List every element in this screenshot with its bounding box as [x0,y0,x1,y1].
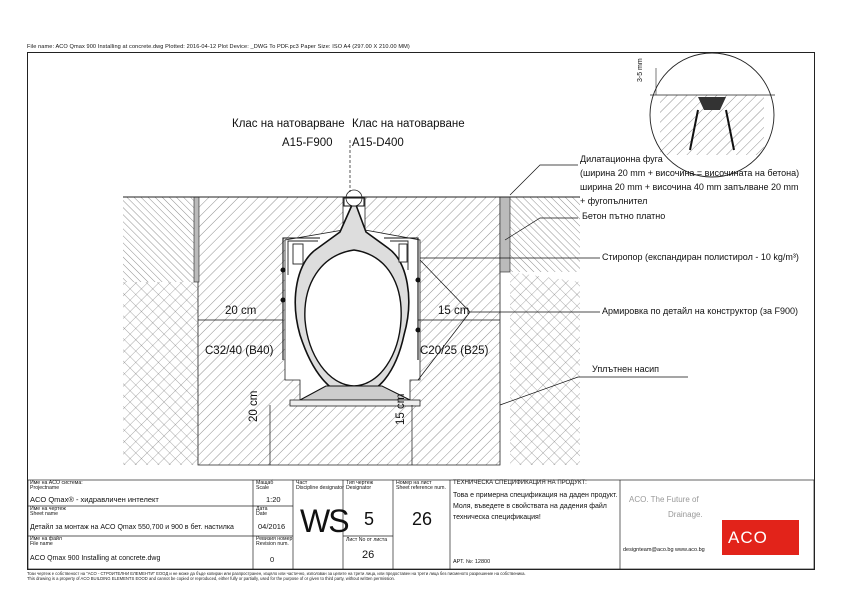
tb-revision-value: 0 [270,555,275,564]
tb-date-value: 04/2016 [258,522,286,531]
aco-qmax-channel [294,189,411,401]
tb-sheet-ref-value: 26 [412,509,433,529]
compacted-fill-hatch [123,272,580,465]
tb-slogan-line1: ACO. The Future of [629,495,699,504]
tb-part-label: Част [296,480,308,486]
dim-left-width: 20 cm [225,305,257,317]
concrete-left-class: C32/40 (B40) [205,345,274,357]
tb-system-value: ACO Qmax® - хидравличен интелект [30,495,159,504]
tb-sheet-ref-label: Номер на лист [396,480,432,486]
callout-joint-line2: (ширина 20 mm + височина = височината на… [580,168,800,178]
tb-page-value: 26 [362,549,375,561]
dimension-lines [198,140,500,465]
tb-revision-label-en: Revision num. [256,541,289,547]
footer-copyright-en: This drawing is a property of ACO BUILDI… [27,576,396,581]
tb-sheet-ref-label-en: Sheet reference num. [396,485,446,491]
reinforcement-rebar [280,237,421,360]
callout-joint-line1: Дилатационна фуга [580,154,663,164]
tb-spec-title: ТЕХНИЧЕСКА СПЕЦИФИКАЦИЯ НА ПРОДУКТ: [453,480,587,486]
tb-spec-line3: техническа спецификация! [453,514,541,521]
load-class-left-value: A15-F900 [282,137,333,149]
tb-sheet-value: Детайл за монтаж на ACO Qmax 550,700 и 9… [30,524,234,531]
aco-logo: ACO [722,520,799,555]
tb-system-label: Име на ACO система: [30,480,83,486]
dim-right-width: 15 cm [438,305,470,317]
tb-type-value: 5 [364,509,375,529]
tb-type-label: Тип чертеж [346,480,374,486]
tb-file-label-en: File name [30,541,53,547]
callout-joint-line4: + фугопълнител [580,196,648,206]
callout-joint-line3: ширина 20 mm + височина 40 mm запълване … [580,182,799,192]
tb-scale-label-en: Scale [256,485,269,491]
load-class-right-value: A15-D400 [352,137,404,149]
tb-sheet-label: Име на чертеж [30,506,66,512]
footer-copyright-bg: Този чертеж е собственост на "ACO - СТРО… [27,571,526,576]
tb-revision-label: Ревизия номер [256,536,293,542]
tb-scale-value: 1:20 [266,495,281,504]
tb-spec-line2: Моля, въведете в свойствата на дадения ф… [453,503,607,510]
detail-inset [649,52,775,178]
road-concrete-slab [123,197,580,282]
tb-page-label: Лист No от листа [346,537,388,543]
callout-compacted-fill: Уплътнен насип [592,364,660,374]
tb-slogan-line2: Drainage. [668,510,703,519]
callout-leaders [417,164,688,406]
tb-contact: designteam@aco.bg www.aco.bg [623,547,705,553]
tb-system-label-en: Projectname [30,485,60,491]
tb-spec-line1: Това е примерна спецификация на даден пр… [453,492,618,499]
tb-art-no: АРТ. №: 12800 [453,559,491,565]
concrete-right-class: C20/25 (B25) [420,345,489,357]
tb-part-value: WS [300,503,350,539]
tb-type-label-en: Designator [346,485,372,491]
callout-styrofoam: Стиропор (експандиран полистирол - 10 kg… [602,252,799,262]
tb-date-label-en: Date [256,511,267,517]
tb-scale-label: Мащаб [256,480,274,486]
drawing-sheet-frame [27,52,815,570]
tb-file-label: Име на файл [30,536,62,542]
concrete-surround [197,196,501,466]
callout-rebar: Армировка по детайл на конструктор (за F… [602,306,799,316]
load-class-left-title: Клас на натоварване [232,118,345,130]
tb-date-label: Дата [256,506,268,512]
tb-part-label-en: Discipline designator [296,485,344,491]
base-plate [289,399,421,407]
tb-file-value: ACO Qmax 900 Installing at concrete.dwg [30,555,161,562]
aco-logo-text: ACO [728,528,768,547]
callout-road-concrete: Бетон пътно платно [582,211,666,221]
styrofoam-outline [287,240,409,275]
load-class-right-title: Клас на натоварване [352,118,465,130]
file-info-header: File name: ACO Qmax 900 Installing at co… [27,44,410,50]
tb-sheet-label-en: Sheet name [30,511,58,517]
